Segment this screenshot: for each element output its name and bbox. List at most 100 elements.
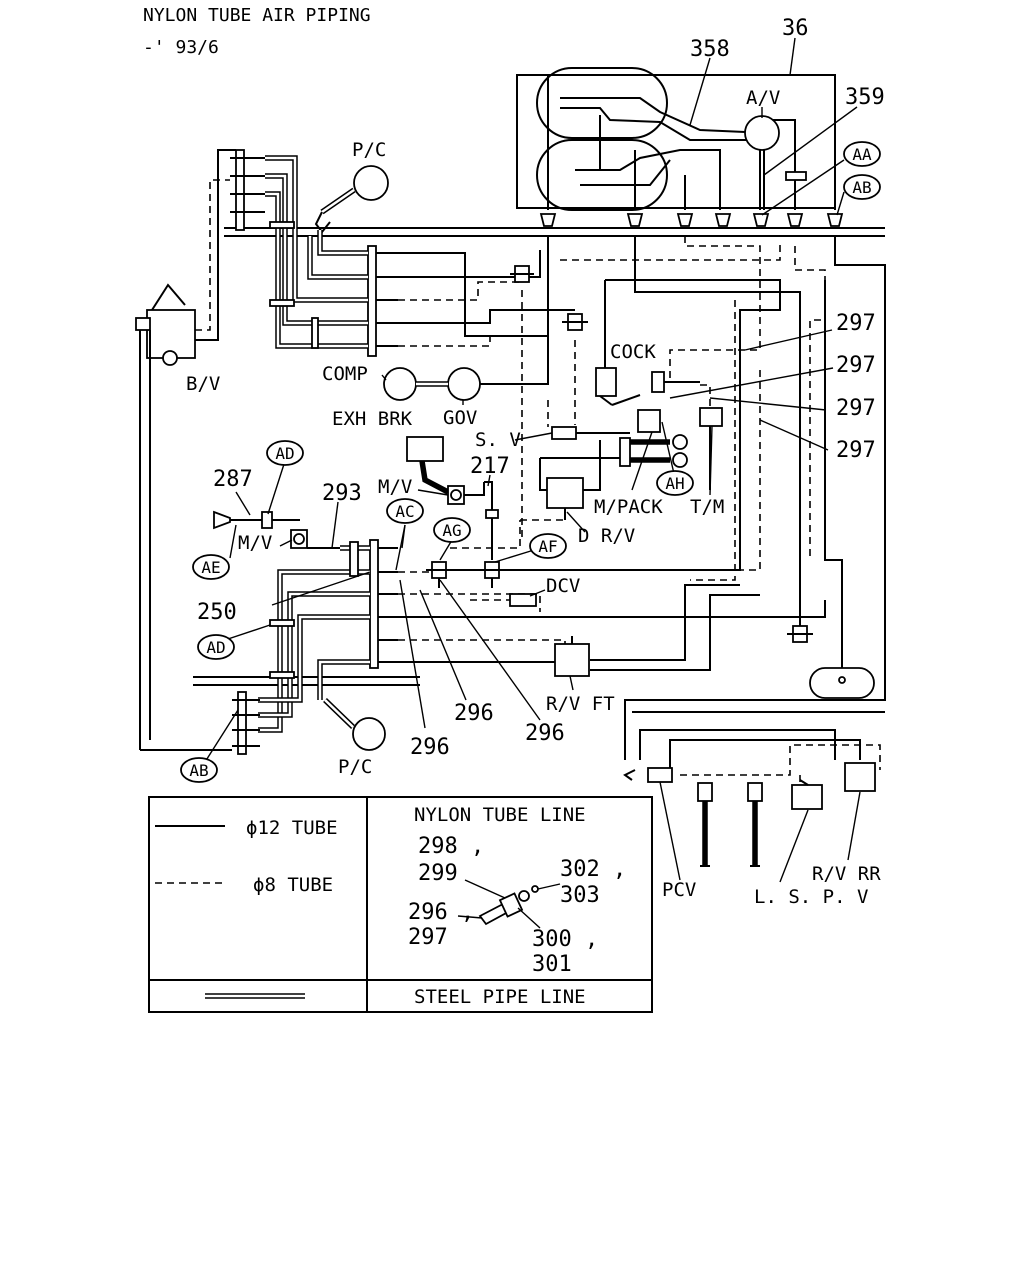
bubble-ag: AG: [433, 517, 471, 543]
sv-solenoid-valve: [547, 400, 630, 440]
upper-left-manifold: [230, 149, 265, 231]
bubble-ac: AC: [386, 498, 424, 524]
bubble-ab-bottom: AB: [180, 757, 218, 783]
bv-label: B/V: [186, 373, 220, 395]
bubble-ah: AH: [656, 470, 694, 496]
legend-part-296: 296 ,: [408, 900, 474, 925]
av-label: A/V: [746, 87, 780, 109]
legend-nylon-heading: NYLON TUBE LINE: [414, 804, 586, 826]
rv-ft-label: R/V FT: [546, 693, 615, 715]
svg-text:AF: AF: [538, 537, 557, 556]
svg-text:AB: AB: [852, 178, 871, 197]
legend-part-300: 300 ,: [532, 927, 598, 952]
mv-upper-label: M/V: [378, 476, 412, 498]
part-36: 36: [782, 16, 809, 41]
part-287: 287: [213, 467, 253, 492]
rv-rr-label: R/V RR: [812, 863, 881, 885]
relay-valve-upper-2: [562, 313, 588, 331]
rear-axle-section: [623, 711, 885, 790]
svg-text:AD: AD: [275, 444, 294, 463]
lower-steel-bundle: [258, 541, 370, 733]
mv-lower-label: M/V: [238, 532, 272, 554]
comp-label: COMP: [322, 363, 368, 385]
gov-line: [480, 236, 549, 385]
part-297-b: 297: [836, 353, 876, 378]
pc-bottom-chamber: [323, 698, 386, 751]
legend-part-299: 299: [418, 861, 458, 886]
pcv-valve: [647, 767, 673, 783]
lspv-valve: [791, 779, 823, 810]
legend-8mm-label: ϕ8 TUBE: [253, 874, 333, 896]
lower-manifold: [369, 539, 398, 669]
bubble-ad-top: AD: [266, 440, 304, 466]
diagram-title: NYLON TUBE AIR PIPING: [143, 5, 371, 26]
svg-text:AB: AB: [189, 761, 208, 780]
gov-label: GOV: [443, 407, 477, 429]
part-217: 217: [470, 454, 510, 479]
nylon-fitting-illustration: [457, 879, 561, 929]
dcv-valve: [470, 593, 537, 607]
rail-fittings: [539, 213, 844, 227]
af-relay-valve: [479, 561, 505, 588]
exh-brk-unit: [406, 436, 450, 495]
pc-top-chamber: [314, 165, 389, 234]
legend-part-303: 303: [560, 883, 600, 908]
reserve-tank: [809, 667, 875, 699]
m-pack: [539, 409, 688, 491]
part-297-c: 297: [836, 396, 876, 421]
right-relay-valve: [787, 625, 813, 643]
bubble-af: AF: [529, 533, 567, 559]
upper-tube-lines: [398, 236, 886, 760]
drv-label: D R/V: [578, 525, 635, 547]
svg-text:AA: AA: [852, 145, 872, 164]
svg-text:AG: AG: [442, 521, 461, 540]
legend-part-302: 302 ,: [560, 857, 626, 882]
lower-frame-rail: [193, 676, 420, 686]
drv-relay-valve: [520, 440, 601, 521]
bubble-ab-top: AB: [843, 174, 881, 200]
ag-relay-valve: [426, 561, 452, 588]
part-359: 359: [845, 85, 885, 110]
tm-label: T/M: [690, 496, 724, 518]
gov-governor: [447, 367, 481, 401]
middle-manifold: [367, 245, 398, 357]
svg-text:AH: AH: [665, 474, 684, 493]
diagram-subtitle: -' 93/6: [143, 37, 219, 58]
dcv-label: DCV: [546, 575, 580, 597]
rv-ft-relay-valve: [554, 636, 590, 677]
part-296-b: 296: [410, 735, 450, 760]
svg-text:AE: AE: [201, 558, 220, 577]
legend-box: [148, 796, 653, 1013]
rv-rr-relay-valve: [844, 762, 876, 792]
legend-part-298: 298 ,: [418, 834, 484, 859]
bubble-aa: AA: [843, 141, 881, 167]
part-296-a: 296: [454, 701, 494, 726]
part-297-d: 297: [836, 438, 876, 463]
legend-12mm-label: ϕ12 TUBE: [246, 817, 338, 839]
bubble-ad-left: AD: [197, 634, 235, 660]
pcv-label: PCV: [662, 879, 696, 901]
brake-chamber-rr-1: [697, 782, 713, 867]
svg-text:AD: AD: [206, 638, 225, 657]
bubble-ae: AE: [192, 554, 230, 580]
pc-bottom-label: P/C: [338, 756, 372, 778]
exh-brk-label: EXH BRK: [332, 408, 413, 430]
part-250: 250: [197, 600, 237, 625]
comp-compressor: [383, 367, 417, 401]
mv-lower-magnetic-valve: [290, 529, 340, 549]
part-293: 293: [322, 481, 362, 506]
part-297-a: 297: [836, 311, 876, 336]
sv-label: S. V: [475, 429, 521, 451]
relay-valve-upper-1: [510, 265, 534, 283]
upper-frame-rail: [224, 227, 885, 237]
cock-label: COCK: [610, 341, 656, 363]
cock-valve: [595, 367, 700, 406]
leader-lines: [204, 37, 861, 883]
upper-steel-bundle: [265, 155, 368, 349]
legend-part-301: 301: [532, 952, 572, 977]
legend-steel-heading: STEEL PIPE LINE: [414, 986, 586, 1008]
ae-horn-valve: [213, 510, 300, 530]
lspv-label: L. S. P. V: [754, 886, 868, 908]
air-tank-assembly: [516, 67, 836, 211]
